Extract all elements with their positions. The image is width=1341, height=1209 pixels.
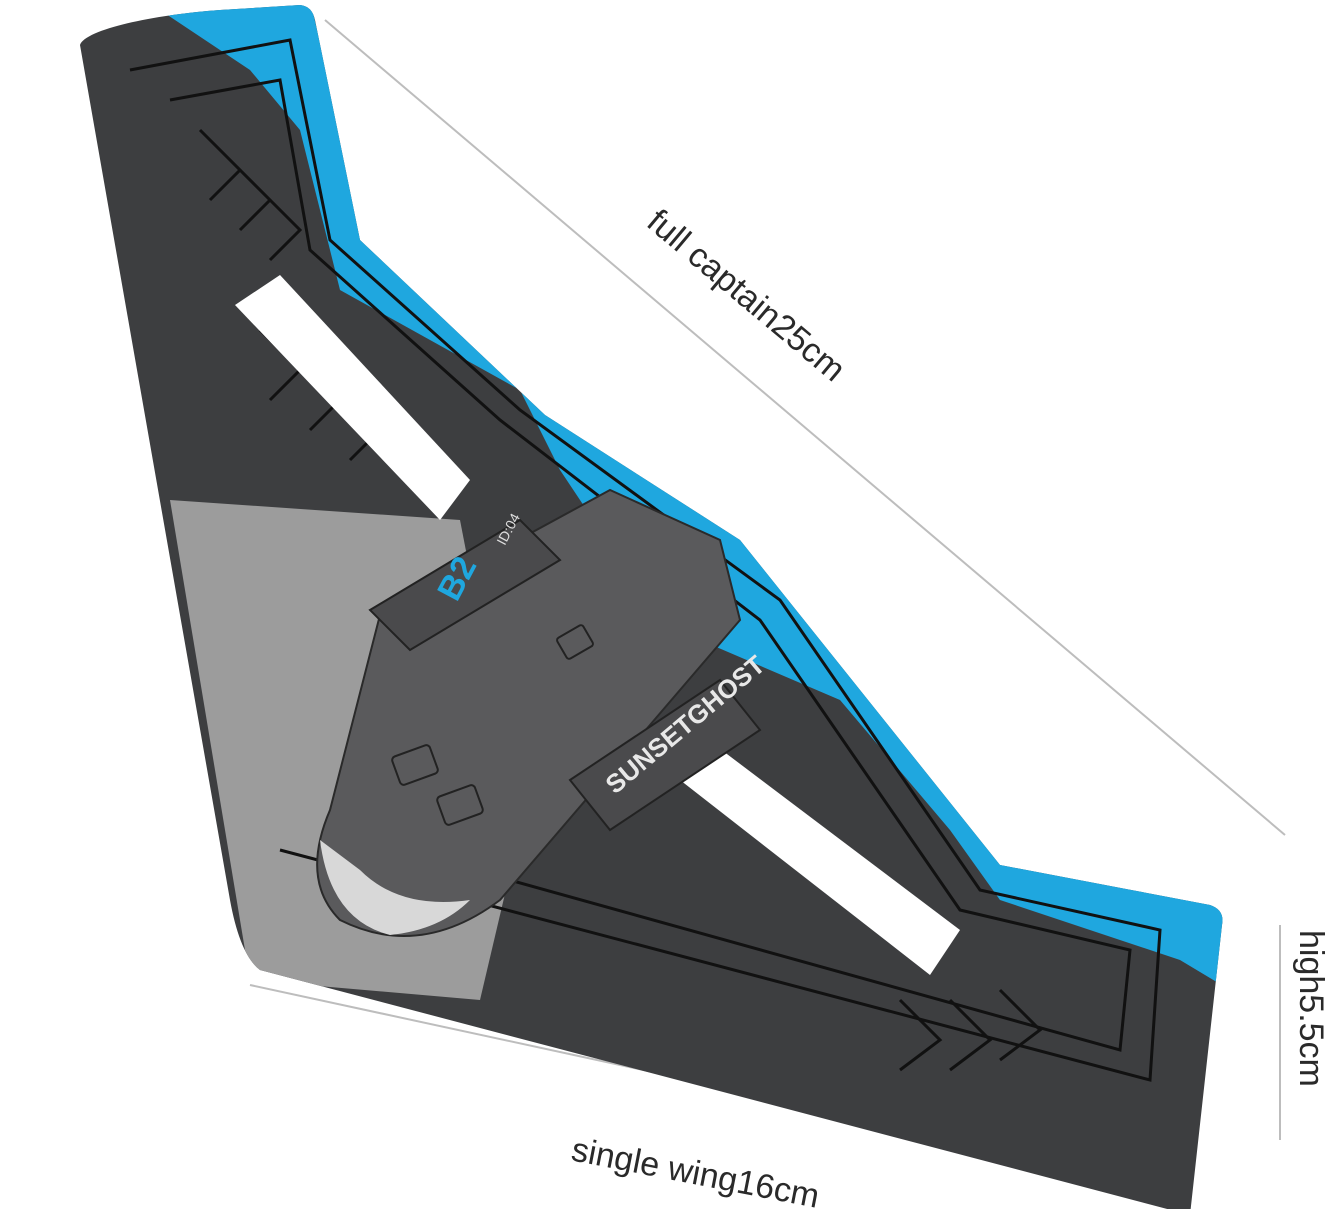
nose-highlight [320,840,470,935]
cockpit-window-3 [556,624,594,660]
wing-label: single wing16cm [568,1131,822,1209]
right-motor-pod [568,678,762,832]
cockpit-window-2 [436,784,484,826]
span-dimension-line [324,19,1286,836]
flying-wing: B2 ID:04 SUNSETGHOST [80,5,1223,1209]
left-motor-pod [368,518,562,652]
span-label: full captain25cm [640,202,853,389]
height-label: high5.5cm [1292,930,1330,1087]
cockpit-window-1 [391,744,439,786]
wing-cutout-left [235,275,470,520]
wing-cutout-right [680,745,960,975]
